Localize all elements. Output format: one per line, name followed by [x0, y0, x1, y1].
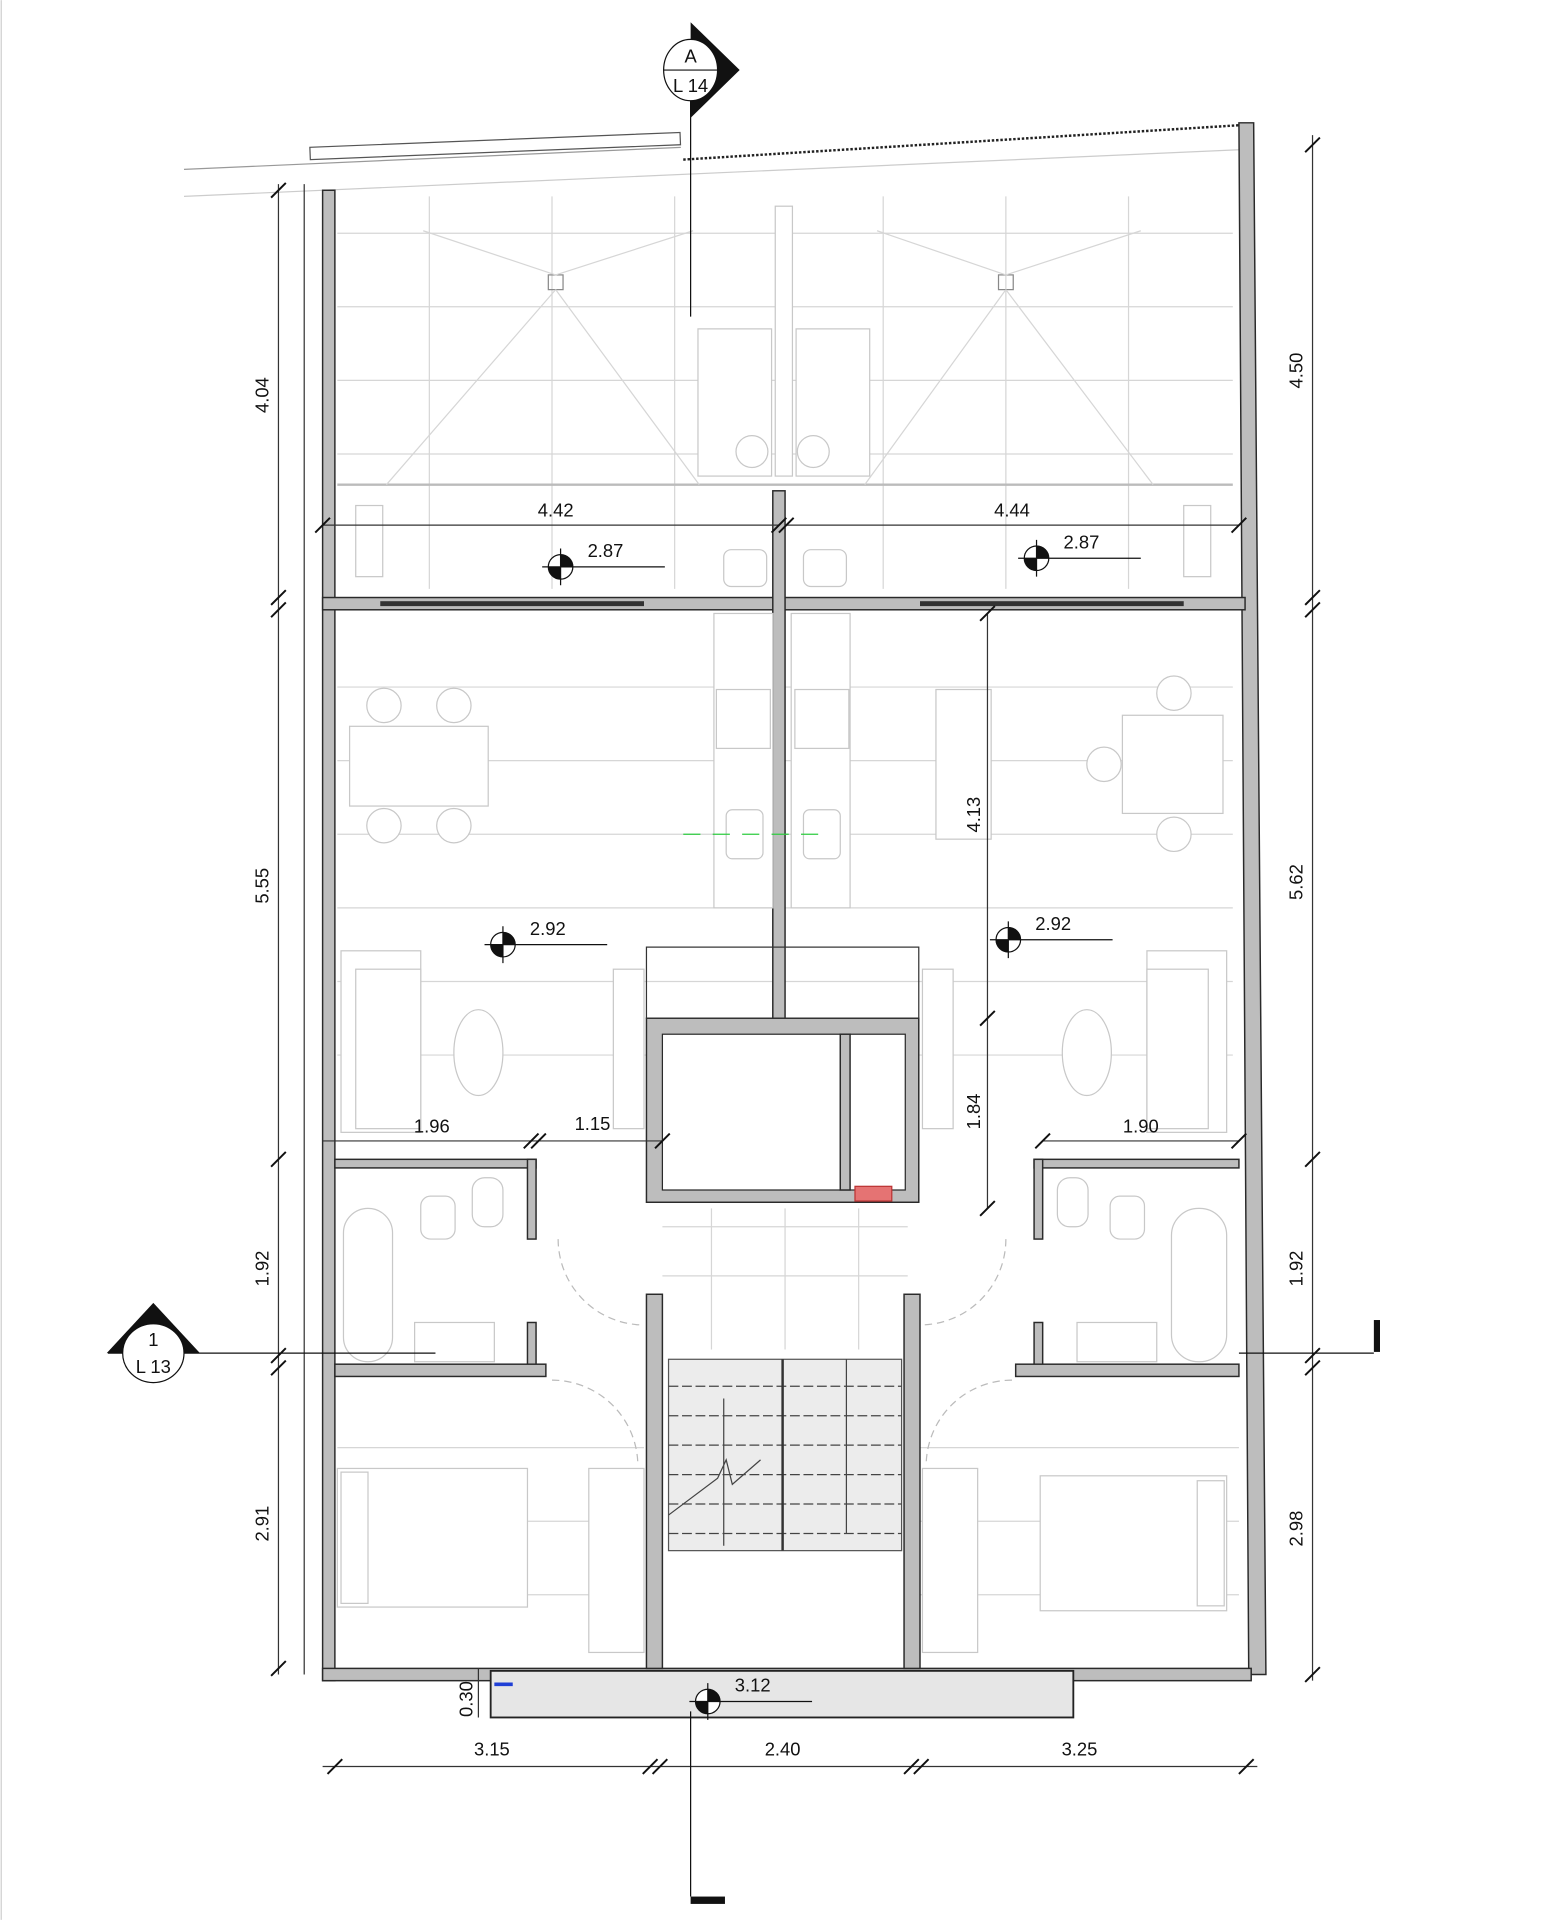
section-marker-1: 1 L 13	[106, 1302, 1380, 1384]
furniture	[336, 675, 1228, 1654]
roof-edge	[183, 124, 1240, 486]
dim-right-2: 5.62	[1286, 864, 1307, 900]
shaft-highlight	[854, 1185, 893, 1202]
section-cut-end	[690, 1896, 725, 1904]
dim-right-4: 2.98	[1286, 1511, 1307, 1547]
dim-bottom-1: 3.15	[474, 1738, 510, 1759]
level-value: 2.87	[1064, 531, 1100, 552]
dim-left-3: 1.92	[252, 1251, 273, 1287]
dim-hall: 1.15	[575, 1113, 611, 1134]
dim-living-left: 1.96	[414, 1115, 450, 1136]
level-marker: 2.87	[542, 540, 665, 586]
section-sheet: L 14	[673, 75, 708, 96]
dim-left-2: 5.55	[252, 868, 273, 904]
section-sheet: L 13	[136, 1356, 171, 1377]
dim-right-3: 1.92	[1286, 1251, 1307, 1287]
dimension-lines	[270, 135, 1321, 1775]
dim-core: 1.84	[963, 1094, 984, 1130]
level-value: 2.87	[588, 540, 624, 561]
level-value: 2.92	[530, 918, 566, 939]
section-number: 1	[148, 1329, 158, 1350]
section-marker-a: A L 14	[663, 22, 740, 1904]
dim-left-4: 2.91	[252, 1506, 273, 1542]
dim-top-1: 4.42	[538, 500, 574, 521]
stairs	[667, 1358, 903, 1552]
dim-right-1: 4.50	[1286, 353, 1307, 389]
terrace-lights	[385, 230, 1154, 486]
kitchen	[713, 612, 992, 909]
level-value: 3.12	[735, 1675, 771, 1696]
door-swings	[551, 1239, 1013, 1467]
dim-balcony: 0.30	[455, 1681, 476, 1717]
dim-left-1: 4.04	[252, 377, 273, 413]
dim-living-right: 1.90	[1123, 1115, 1159, 1136]
dimension-labels: 4.04 5.55 1.92 2.91 4.50 5.62 1.92 2.98 …	[252, 353, 1307, 1760]
level-value: 2.92	[1035, 913, 1071, 934]
section-letter: A	[684, 46, 697, 67]
balcony	[489, 1669, 1075, 1719]
dim-top-2: 4.44	[994, 500, 1030, 521]
dim-bottom-3: 3.25	[1062, 1738, 1098, 1759]
level-marker: 3.12	[689, 1675, 813, 1720]
dim-kitchen: 4.13	[963, 797, 984, 833]
level-marker: 2.87	[1018, 531, 1141, 577]
dim-bottom-2: 2.40	[765, 1738, 801, 1759]
walls	[321, 122, 1267, 1682]
section-cut-end	[1373, 1320, 1380, 1352]
terrace-fixtures	[355, 205, 1212, 588]
level-marker: 2.92	[484, 918, 608, 964]
level-marker: 2.92	[989, 913, 1113, 959]
